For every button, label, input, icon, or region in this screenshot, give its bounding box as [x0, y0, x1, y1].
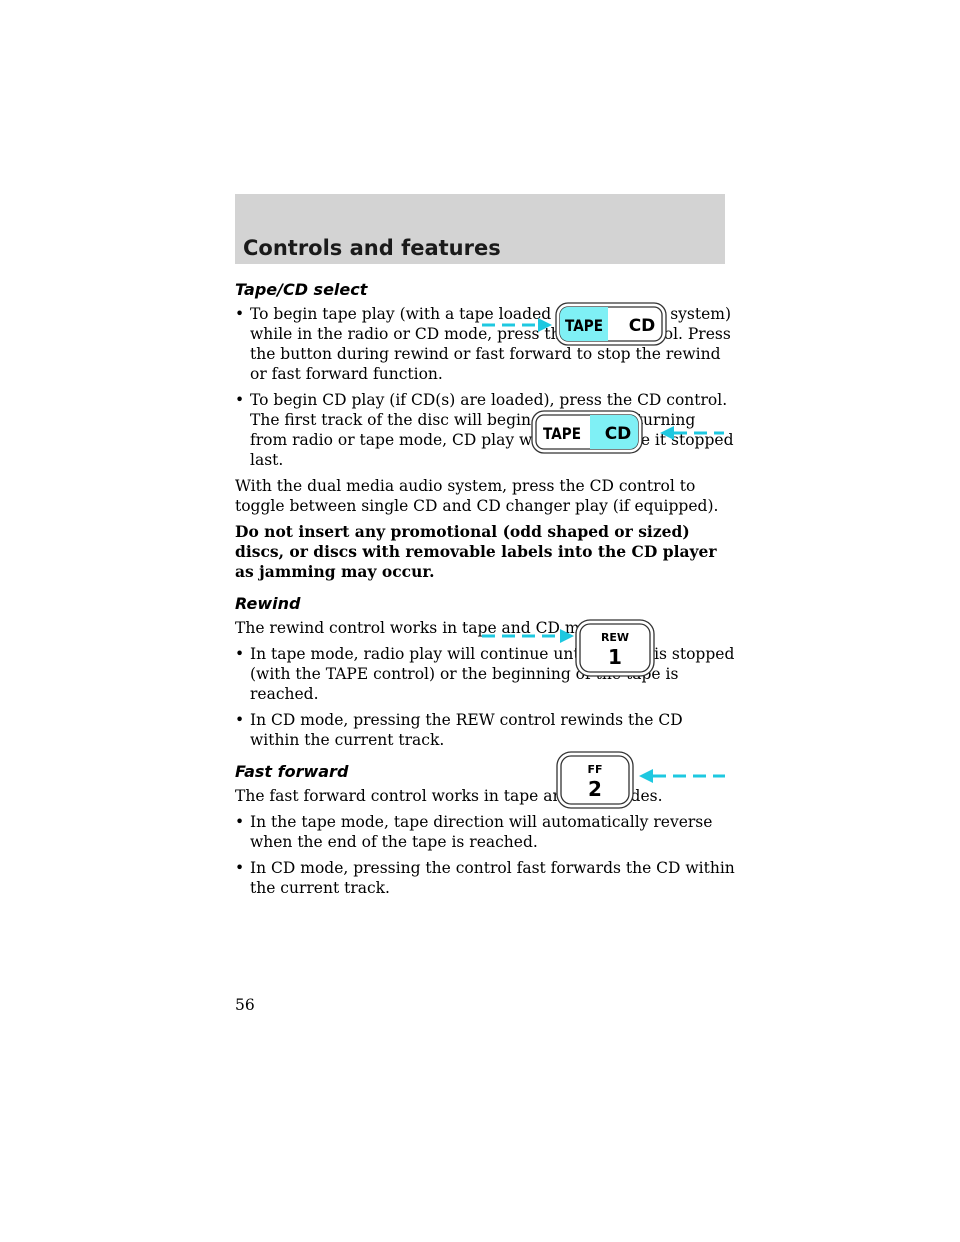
rewind-cd-text: In CD mode, pressing the REW control rew…: [250, 711, 683, 749]
ff-heading: Fast forward: [235, 762, 349, 781]
list-item: • In CD mode, pressing the REW control r…: [235, 710, 735, 750]
ff-intro: The fast forward control works in tape a…: [235, 787, 663, 805]
tape-button-figure: TAPE CD: [482, 302, 667, 346]
button-face: [579, 623, 651, 673]
ff-label: FF: [587, 763, 602, 776]
list-item: • In the tape mode, tape direction will …: [235, 812, 735, 852]
dual-media-text: With the dual media audio system, press …: [235, 477, 719, 515]
ff-cd-text: In CD mode, pressing the control fast fo…: [250, 859, 735, 897]
tape-highlight: [560, 307, 608, 341]
bullet-mark: •: [235, 711, 245, 729]
bullet-mark: •: [235, 305, 245, 323]
list-item: • In CD mode, pressing the control fast …: [235, 858, 735, 898]
bullet-mark: •: [235, 391, 245, 409]
tape-label: TAPE: [565, 317, 603, 335]
ff-number: 2: [588, 777, 602, 801]
ff-tape-text: In the tape mode, tape direction will au…: [250, 813, 713, 851]
bullet-mark: •: [235, 645, 245, 663]
cd-label: CD: [605, 424, 632, 444]
dashed-arrow-icon: [639, 769, 725, 783]
cd-button-figure: TAPE CD: [531, 410, 724, 454]
tape-cd-heading: Tape/CD select: [235, 280, 368, 299]
warning-text: Do not insert any promotional (odd shape…: [235, 522, 717, 581]
bullet-mark: •: [235, 813, 245, 831]
rew-button-figure: REW 1: [482, 619, 655, 677]
tape-label: TAPE: [543, 425, 581, 443]
page-title: Controls and features: [243, 236, 501, 260]
rew-label: REW: [601, 631, 629, 644]
page-header: Controls and features: [235, 194, 725, 264]
dashed-arrow-icon: [482, 318, 552, 332]
rewind-heading: Rewind: [235, 594, 301, 613]
ff-button-figure: FF 2: [556, 751, 725, 809]
cd-label: CD: [629, 316, 656, 336]
bullet-mark: •: [235, 859, 245, 877]
page-number: 56: [235, 996, 255, 1014]
dashed-arrow-icon: [660, 426, 724, 440]
rewind-intro: The rewind control works in tape and CD …: [235, 619, 621, 637]
button-face: [560, 755, 630, 805]
cd-highlight: [590, 415, 638, 449]
rew-number: 1: [608, 645, 622, 669]
dashed-arrow-icon: [482, 629, 574, 643]
